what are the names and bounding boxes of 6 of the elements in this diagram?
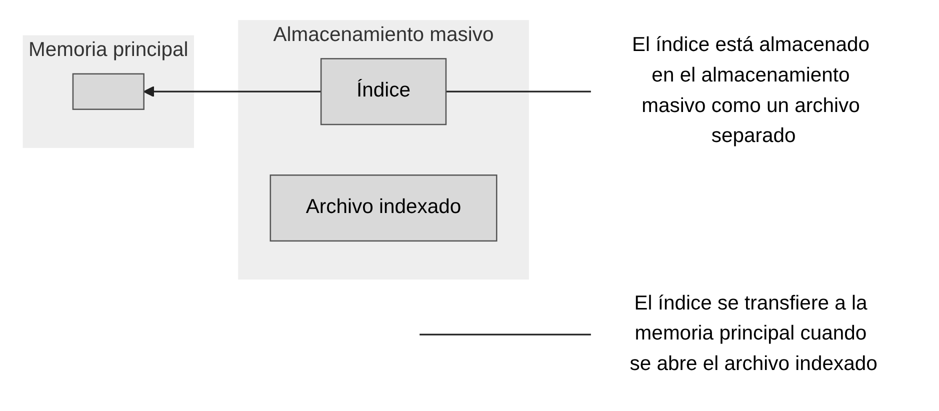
leader-line (418, 334, 592, 336)
empty-box (72, 73, 144, 110)
arrow (143, 86, 322, 98)
index-box: Índice (320, 58, 447, 126)
file-box: Archivo indexado (270, 174, 498, 242)
leader-line (446, 90, 592, 92)
